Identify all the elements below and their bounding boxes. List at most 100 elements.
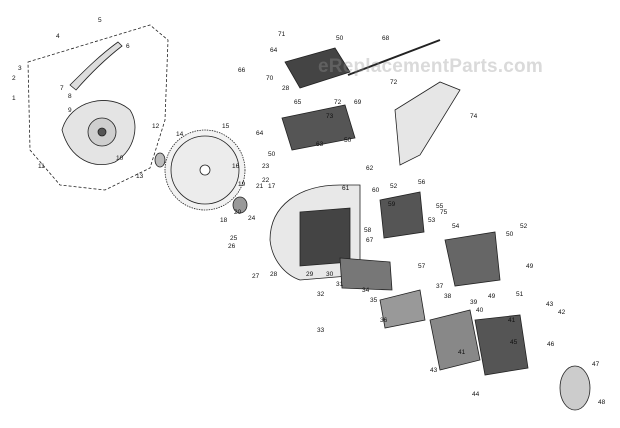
callout-34: 34: [362, 287, 370, 294]
callout-56: 56: [418, 179, 426, 186]
callout-2: 2: [12, 75, 16, 82]
callout-54: 54: [452, 223, 460, 230]
callout-74: 74: [470, 113, 478, 120]
callout-39: 39: [470, 299, 478, 306]
callout-50: 50: [336, 35, 344, 42]
callout-50: 50: [506, 231, 514, 238]
callout-47: 47: [592, 361, 600, 368]
callout-28: 28: [282, 85, 290, 92]
callout-49: 49: [488, 293, 496, 300]
callout-10: 10: [116, 155, 124, 162]
callout-38: 38: [444, 293, 452, 300]
callout-8: 8: [68, 93, 72, 100]
callout-68: 68: [382, 35, 390, 42]
callout-16: 16: [232, 163, 240, 170]
callout-75: 75: [440, 209, 448, 216]
callout-69: 69: [354, 99, 362, 106]
blade-guard-dashed-outline: [27, 24, 169, 191]
motor-housing: [474, 314, 529, 376]
callout-20: 20: [234, 209, 242, 216]
callout-53: 53: [428, 217, 436, 224]
callout-57: 57: [418, 263, 426, 270]
callout-72: 72: [334, 99, 342, 106]
callout-labels: 1234567891011121314151617181920212223242…: [12, 17, 606, 406]
field-housing: [429, 309, 481, 371]
callout-72: 72: [390, 79, 398, 86]
callout-15: 15: [222, 123, 230, 130]
callout-52: 52: [520, 223, 528, 230]
callout-31: 31: [336, 281, 344, 288]
callout-36: 36: [380, 317, 388, 324]
callout-22: 22: [262, 177, 270, 184]
cover-plate: [379, 289, 426, 329]
callout-67: 67: [366, 237, 374, 244]
callout-71: 71: [278, 31, 286, 38]
callout-51: 51: [516, 291, 524, 298]
callout-17: 17: [268, 183, 276, 190]
callout-58: 58: [364, 227, 372, 234]
callout-1: 1: [12, 95, 16, 102]
dust-bag: [394, 81, 461, 166]
callout-63: 63: [316, 141, 324, 148]
callout-42: 42: [558, 309, 566, 316]
callout-35: 35: [370, 297, 378, 304]
blade-washer: [154, 152, 166, 168]
callout-24: 24: [248, 215, 256, 222]
callout-32: 32: [317, 291, 325, 298]
callout-12: 12: [152, 123, 160, 130]
callout-64: 64: [256, 130, 264, 137]
callout-33: 33: [317, 327, 325, 334]
callout-28: 28: [270, 271, 278, 278]
callout-13: 13: [136, 173, 144, 180]
callout-50: 50: [344, 137, 352, 144]
callout-55: 55: [436, 203, 444, 210]
callout-45: 45: [510, 339, 518, 346]
callout-73: 73: [326, 113, 334, 120]
callout-18: 18: [220, 217, 228, 224]
callout-61: 61: [342, 185, 350, 192]
callout-14: 14: [176, 131, 184, 138]
callout-26: 26: [228, 243, 236, 250]
callout-60: 60: [372, 187, 380, 194]
guard-link-arm: [69, 41, 123, 91]
callout-11: 11: [38, 163, 45, 170]
callout-64: 64: [270, 47, 278, 54]
guide-rod: [347, 39, 441, 76]
armature: [339, 257, 393, 291]
upper-plate: [284, 47, 351, 89]
callout-6: 6: [126, 43, 130, 50]
blade-flange: [232, 196, 248, 214]
callout-48: 48: [598, 399, 606, 406]
callout-66: 66: [238, 67, 246, 74]
callout-29: 29: [306, 271, 314, 278]
handle: [444, 231, 501, 287]
callout-43: 43: [546, 301, 554, 308]
callout-9: 9: [68, 107, 72, 114]
callout-44: 44: [472, 391, 480, 398]
callout-21: 21: [256, 183, 264, 190]
callout-62: 62: [366, 165, 374, 172]
callout-41: 41: [508, 317, 516, 324]
callout-46: 46: [547, 341, 555, 348]
callout-3: 3: [18, 65, 22, 72]
callout-49: 49: [526, 263, 534, 270]
callout-65: 65: [294, 99, 302, 106]
callout-52: 52: [390, 183, 398, 190]
callout-5: 5: [98, 17, 102, 24]
callout-25: 25: [230, 235, 238, 242]
callout-7: 7: [60, 85, 64, 92]
callout-41: 41: [458, 349, 466, 356]
callout-43: 43: [430, 367, 438, 374]
callout-59: 59: [388, 201, 396, 208]
callout-23: 23: [262, 163, 270, 170]
callout-40: 40: [476, 307, 484, 314]
callout-19: 19: [238, 181, 246, 188]
callout-27: 27: [252, 273, 260, 280]
end-cap: [559, 365, 591, 411]
lower-plate: [281, 104, 356, 151]
callout-4: 4: [56, 33, 60, 40]
callout-50: 50: [268, 151, 276, 158]
callout-70: 70: [266, 75, 274, 82]
